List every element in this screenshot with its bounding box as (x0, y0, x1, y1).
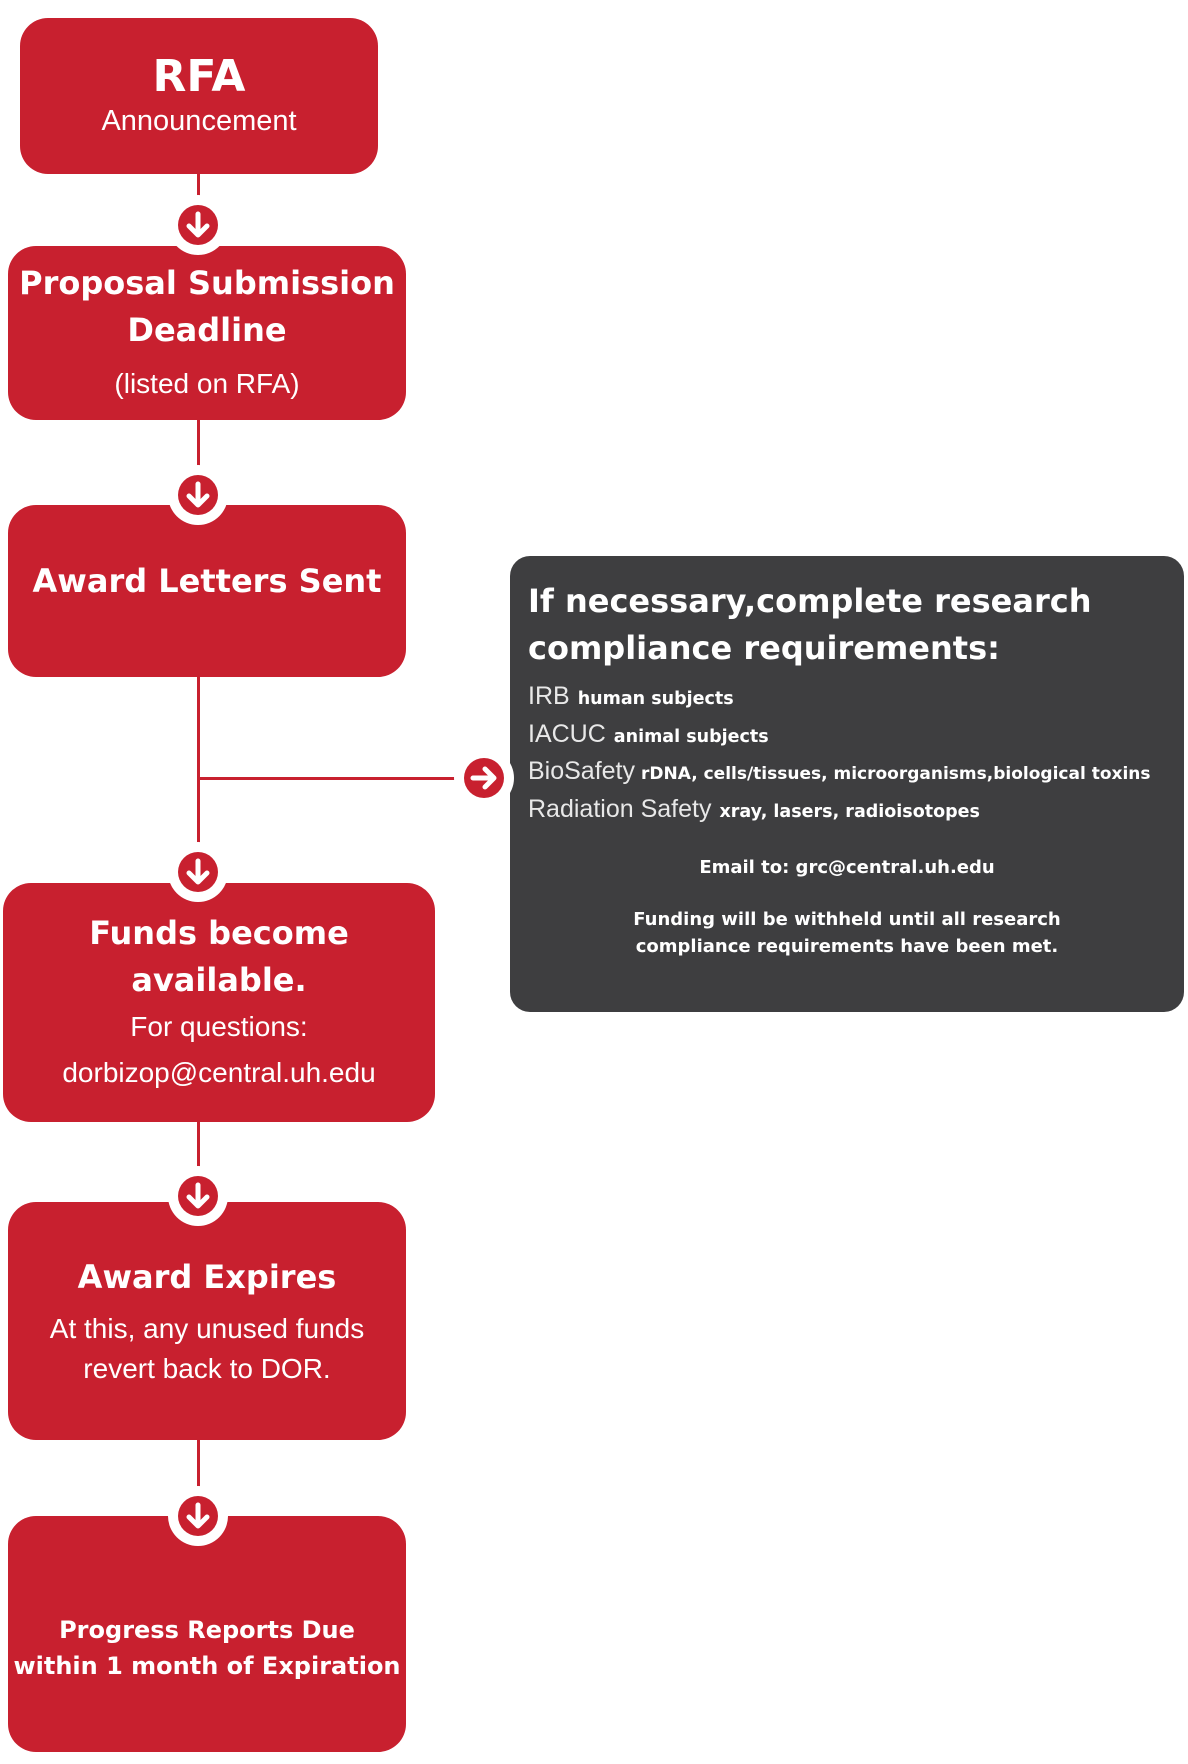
funds-box: Funds become available. For questions: d… (3, 883, 435, 1122)
compliance-item-name: IRB (528, 682, 570, 710)
compliance-email: Email to: grc@central.uh.edu (699, 857, 995, 878)
arrow-circle-down-icon (168, 465, 228, 525)
compliance-item-desc: rDNA, cells/tissues, microorganisms,biol… (641, 764, 1151, 784)
proposal-title-line2: Deadline (127, 311, 287, 349)
progress-reports-box: Progress Reports Due within 1 month of E… (8, 1516, 406, 1752)
funds-title: Funds become available. (89, 913, 349, 999)
arrow-circle-right-icon (454, 748, 514, 808)
compliance-item: BioSafety rDNA, cells/tissues, microorga… (528, 757, 1166, 795)
award-letters-title: Award Letters Sent (32, 561, 382, 600)
compliance-item: IRB human subjects (528, 682, 1166, 720)
compliance-note-line1: Funding will be withheld until all resea… (633, 909, 1061, 930)
proposal-box: Proposal Submission Deadline (listed on … (8, 246, 406, 420)
arrow-circle-down-icon (168, 842, 228, 902)
compliance-item-desc: human subjects (577, 689, 734, 709)
connector-expires-progress (197, 1438, 200, 1518)
proposal-note: (listed on RFA) (114, 368, 300, 399)
connector-to-compliance (197, 777, 455, 780)
compliance-panel: If necessary,complete research complianc… (510, 556, 1184, 1012)
compliance-item-desc: xray, lasers, radioisotopes (719, 801, 980, 822)
rfa-title: RFA (152, 51, 246, 102)
compliance-item-name: Radiation Safety (528, 794, 712, 823)
funds-questions: For questions: (130, 1010, 308, 1042)
compliance-note-line2: compliance requirements have been met. (635, 936, 1059, 957)
award-expires-line1: At this, any unused funds (49, 1312, 365, 1344)
compliance-item: Radiation Safety xray, lasers, radioisot… (528, 795, 1166, 833)
compliance-item: IACUC animal subjects (528, 720, 1166, 758)
award-expires-title: Award Expires (77, 1257, 337, 1296)
compliance-title-line2: compliance requirements: (528, 629, 1000, 667)
compliance-list: IRB human subjects IACUC animal subjects… (528, 682, 1166, 832)
arrow-circle-down-icon (168, 195, 228, 255)
arrow-circle-down-icon (168, 1486, 228, 1546)
rfa-box: RFA Announcement (20, 18, 378, 174)
award-expires-line2: revert back to DOR. (83, 1352, 331, 1384)
funds-email: dorbizop@central.uh.edu (62, 1056, 376, 1088)
compliance-title-line1: If necessary,complete research (528, 582, 1092, 620)
compliance-item-name: IACUC (528, 719, 606, 748)
compliance-note: Funding will be withheld until all resea… (528, 906, 1166, 960)
progress-reports-line1: Progress Reports Due (59, 1616, 355, 1644)
proposal-title-line1: Proposal Submission (19, 264, 395, 302)
compliance-item-desc: animal subjects (613, 726, 769, 747)
connector-proposal-award (197, 418, 200, 502)
award-letters-box: Award Letters Sent (8, 505, 406, 677)
connector-award-funds (197, 675, 200, 885)
compliance-item-name: BioSafety (528, 757, 636, 785)
award-expires-box: Award Expires At this, any unused funds … (8, 1202, 406, 1440)
connector-funds-expires (197, 1120, 200, 1200)
arrow-circle-down-icon (168, 1166, 228, 1226)
progress-reports-line2: within 1 month of Expiration (13, 1652, 401, 1680)
rfa-subtitle: Announcement (101, 105, 297, 137)
